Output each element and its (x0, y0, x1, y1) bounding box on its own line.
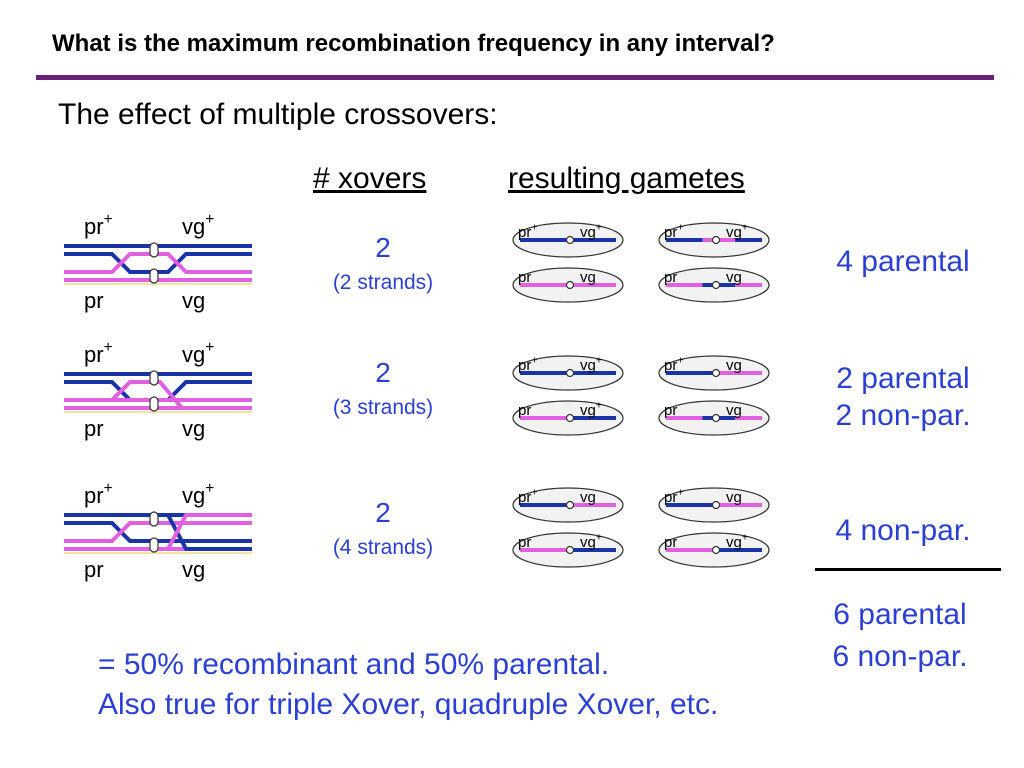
row2-strand-count: (3 strands) (332, 396, 434, 419)
label-pr-plus: pr+ (84, 211, 113, 239)
blue-crossing-strand (64, 252, 252, 274)
gamete-r1-c: pr+vg+ (658, 221, 770, 258)
label-vg: vg (182, 416, 205, 441)
centromere-bottom (149, 537, 159, 553)
label-vg-plus: vg+ (182, 211, 214, 239)
gamete-r1-d: pr vg (658, 267, 770, 303)
row2-xover-count: 2 (375, 357, 391, 388)
gamete-label-right: vg (580, 489, 596, 506)
column-header-gametes: resulting gametes (508, 162, 745, 195)
label-vg-plus: vg+ (182, 480, 214, 508)
gamete-centromere (711, 280, 721, 290)
pink-crossing-strand (64, 513, 252, 551)
gamete-r2-c: pr+vg (658, 354, 770, 391)
gamete-centromere (565, 368, 575, 378)
gamete-label-left: pr (518, 534, 531, 551)
label-pr-plus: pr+ (84, 480, 113, 508)
gamete-centromere (711, 413, 721, 423)
gamete-centromere (711, 368, 721, 378)
chromosome-pair-2 (64, 370, 252, 413)
row3-strand-count: (4 strands) (332, 536, 434, 559)
label-pr: pr (84, 288, 104, 313)
gamete-label-right: vg (726, 402, 742, 419)
page-title: What is the maximum recombination freque… (52, 30, 775, 57)
centromere-top (149, 370, 159, 386)
label-vg: vg (182, 557, 205, 582)
label-pr-plus: pr+ (84, 339, 113, 367)
column-header-xovers: # xovers (313, 162, 427, 195)
row1-xover-count: 2 (375, 232, 391, 263)
centromere-bottom (149, 396, 159, 412)
row2-result-2: 2 non-par. (835, 399, 971, 432)
row2-result-1: 2 parental (836, 362, 970, 395)
summary-divider (815, 568, 1001, 571)
gamete-label-left: pr (664, 269, 677, 286)
gamete-r3-a: pr+vg (512, 486, 624, 523)
gamete-centromere (711, 500, 721, 510)
pink-crossing-strand (64, 252, 252, 274)
row1-result-1: 4 parental (836, 245, 970, 278)
chromosome-pair-3 (64, 511, 252, 554)
centromere-top (149, 242, 159, 258)
centromere-top (149, 511, 159, 527)
pink-crossing-strand (64, 521, 252, 543)
gamete-centromere (565, 545, 575, 555)
title-divider (36, 75, 994, 80)
footer-line-1: = 50% recombinant and 50% parental. (98, 648, 610, 681)
row3-result-1: 4 non-par. (835, 514, 971, 547)
label-pr: pr (84, 416, 104, 441)
gamete-centromere (711, 545, 721, 555)
gamete-r2-d: pr vg (658, 400, 770, 436)
gamete-label-left: pr (518, 269, 531, 286)
gamete-label-right: vg (726, 269, 742, 286)
gamete-label-right: vg (726, 489, 742, 506)
gamete-label-left: pr (664, 402, 677, 419)
gamete-label-left: pr (518, 402, 531, 419)
gamete-r1-b: pr vg (512, 267, 624, 303)
gamete-label-right: vg (726, 357, 742, 374)
gamete-centromere (711, 235, 721, 245)
chromosome-pair-1 (64, 242, 252, 285)
gamete-centromere (565, 413, 575, 423)
subtitle: The effect of multiple crossovers: (58, 98, 498, 131)
gamete-label-right: vg (580, 269, 596, 286)
blue-crossing-strand (64, 521, 252, 543)
gamete-centromere (565, 500, 575, 510)
row1-strand-count: (2 strands) (332, 271, 434, 294)
label-pr: pr (84, 557, 104, 582)
footer-line-2: Also true for triple Xover, quadruple Xo… (98, 688, 719, 721)
blue-crossing-strand (64, 380, 252, 402)
gamete-r2-a: pr+vg+ (512, 354, 624, 391)
label-vg-plus: vg+ (182, 339, 214, 367)
gamete-label-left: pr (664, 534, 677, 551)
gamete-r3-c: pr+vg (658, 486, 770, 523)
summary-parental: 6 parental (833, 598, 967, 631)
label-vg: vg (182, 288, 205, 313)
summary-nonparental: 6 non-par. (832, 640, 968, 673)
centromere-bottom (149, 268, 159, 284)
gamete-centromere (565, 235, 575, 245)
gamete-r1-a: pr+vg+ (512, 221, 624, 258)
row3-xover-count: 2 (375, 497, 391, 528)
gamete-centromere (565, 280, 575, 290)
